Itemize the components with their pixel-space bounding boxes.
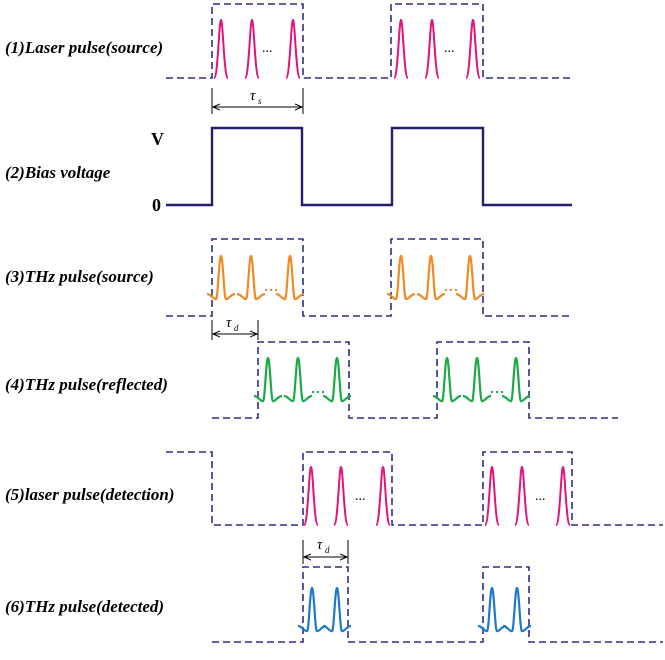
thz-source-pulse bbox=[275, 254, 305, 301]
row-label-laser-detection: (5)laser pulse(detection) bbox=[5, 485, 175, 504]
thz-reflected-pulse bbox=[322, 356, 352, 403]
thz-detected-pulse bbox=[322, 586, 352, 633]
tau-s-symbol: τ bbox=[250, 88, 256, 104]
thz-reflected-pulses bbox=[253, 356, 531, 403]
thz-detected-pulses bbox=[297, 586, 532, 633]
thz-source-pulse bbox=[206, 254, 236, 301]
thz-reflected-pulse bbox=[501, 356, 531, 403]
thz-reflected-pulse bbox=[432, 356, 462, 403]
laser-source-pulse bbox=[244, 18, 260, 79]
thz-detected-pulse bbox=[297, 586, 327, 633]
laser-source-pulse bbox=[213, 18, 229, 79]
thz-detected-pulse bbox=[502, 586, 532, 633]
laser-detection-ellipsis-2: ... bbox=[535, 489, 546, 504]
thz-reflected-pulse bbox=[462, 356, 492, 403]
laser-detection-pulse bbox=[555, 465, 571, 526]
thz-source-pulse bbox=[236, 254, 266, 301]
thz-source-pulse bbox=[386, 254, 416, 301]
row-label-thz-source: (3)THz pulse(source) bbox=[5, 267, 154, 286]
tau-d-source-symbol: τ bbox=[226, 315, 232, 331]
row-label-thz-detected: (6)THz pulse(detected) bbox=[5, 597, 164, 616]
laser-source-pulse bbox=[424, 18, 440, 79]
thz-reflected-pulse bbox=[283, 356, 313, 403]
thz-source-pulses bbox=[206, 254, 485, 301]
laser-source-ellipsis-2: ... bbox=[444, 41, 455, 56]
laser-detection-pulses bbox=[303, 465, 571, 526]
thz-source-pulse bbox=[416, 254, 446, 301]
thz-source-envelope bbox=[166, 238, 572, 317]
laser-detection-pulse bbox=[303, 465, 319, 526]
thz-source-pulse bbox=[455, 254, 485, 301]
bias-high-label: V bbox=[151, 129, 164, 149]
laser-source-pulse bbox=[285, 18, 301, 79]
laser-source-pulse bbox=[465, 18, 481, 79]
bias-low-label: 0 bbox=[152, 195, 161, 215]
laser-detection-envelope bbox=[166, 451, 663, 526]
laser-detection-pulse bbox=[514, 465, 530, 526]
tau-d-detection-symbol: τ bbox=[317, 537, 323, 553]
laser-detection-pulse bbox=[484, 465, 500, 526]
thz-reflected-envelope bbox=[212, 341, 618, 419]
tau-d-source-subscript: d bbox=[234, 323, 239, 333]
row-label-thz-reflected: (4)THz pulse(reflected) bbox=[5, 375, 168, 394]
laser-source-pulses bbox=[213, 18, 481, 79]
laser-source-pulse bbox=[393, 18, 409, 79]
laser-source-ellipsis: ... bbox=[262, 41, 273, 56]
thz-detected-pulse bbox=[477, 586, 507, 633]
tau-d-detection-subscript: d bbox=[325, 545, 330, 555]
laser-detection-pulse bbox=[375, 465, 391, 526]
laser-detection-pulse bbox=[333, 465, 349, 526]
row-label-bias-voltage: (2)Bias voltage bbox=[5, 163, 111, 182]
laser-source-envelope bbox=[166, 3, 572, 79]
bias-voltage-waveform bbox=[166, 126, 572, 207]
thz-reflected-pulse bbox=[253, 356, 283, 403]
laser-detection-ellipsis: ... bbox=[355, 489, 366, 504]
tau-s-subscript: s bbox=[258, 96, 262, 106]
row-label-laser-source: (1)Laser pulse(source) bbox=[5, 38, 163, 57]
thz-detected-envelope bbox=[212, 566, 663, 643]
